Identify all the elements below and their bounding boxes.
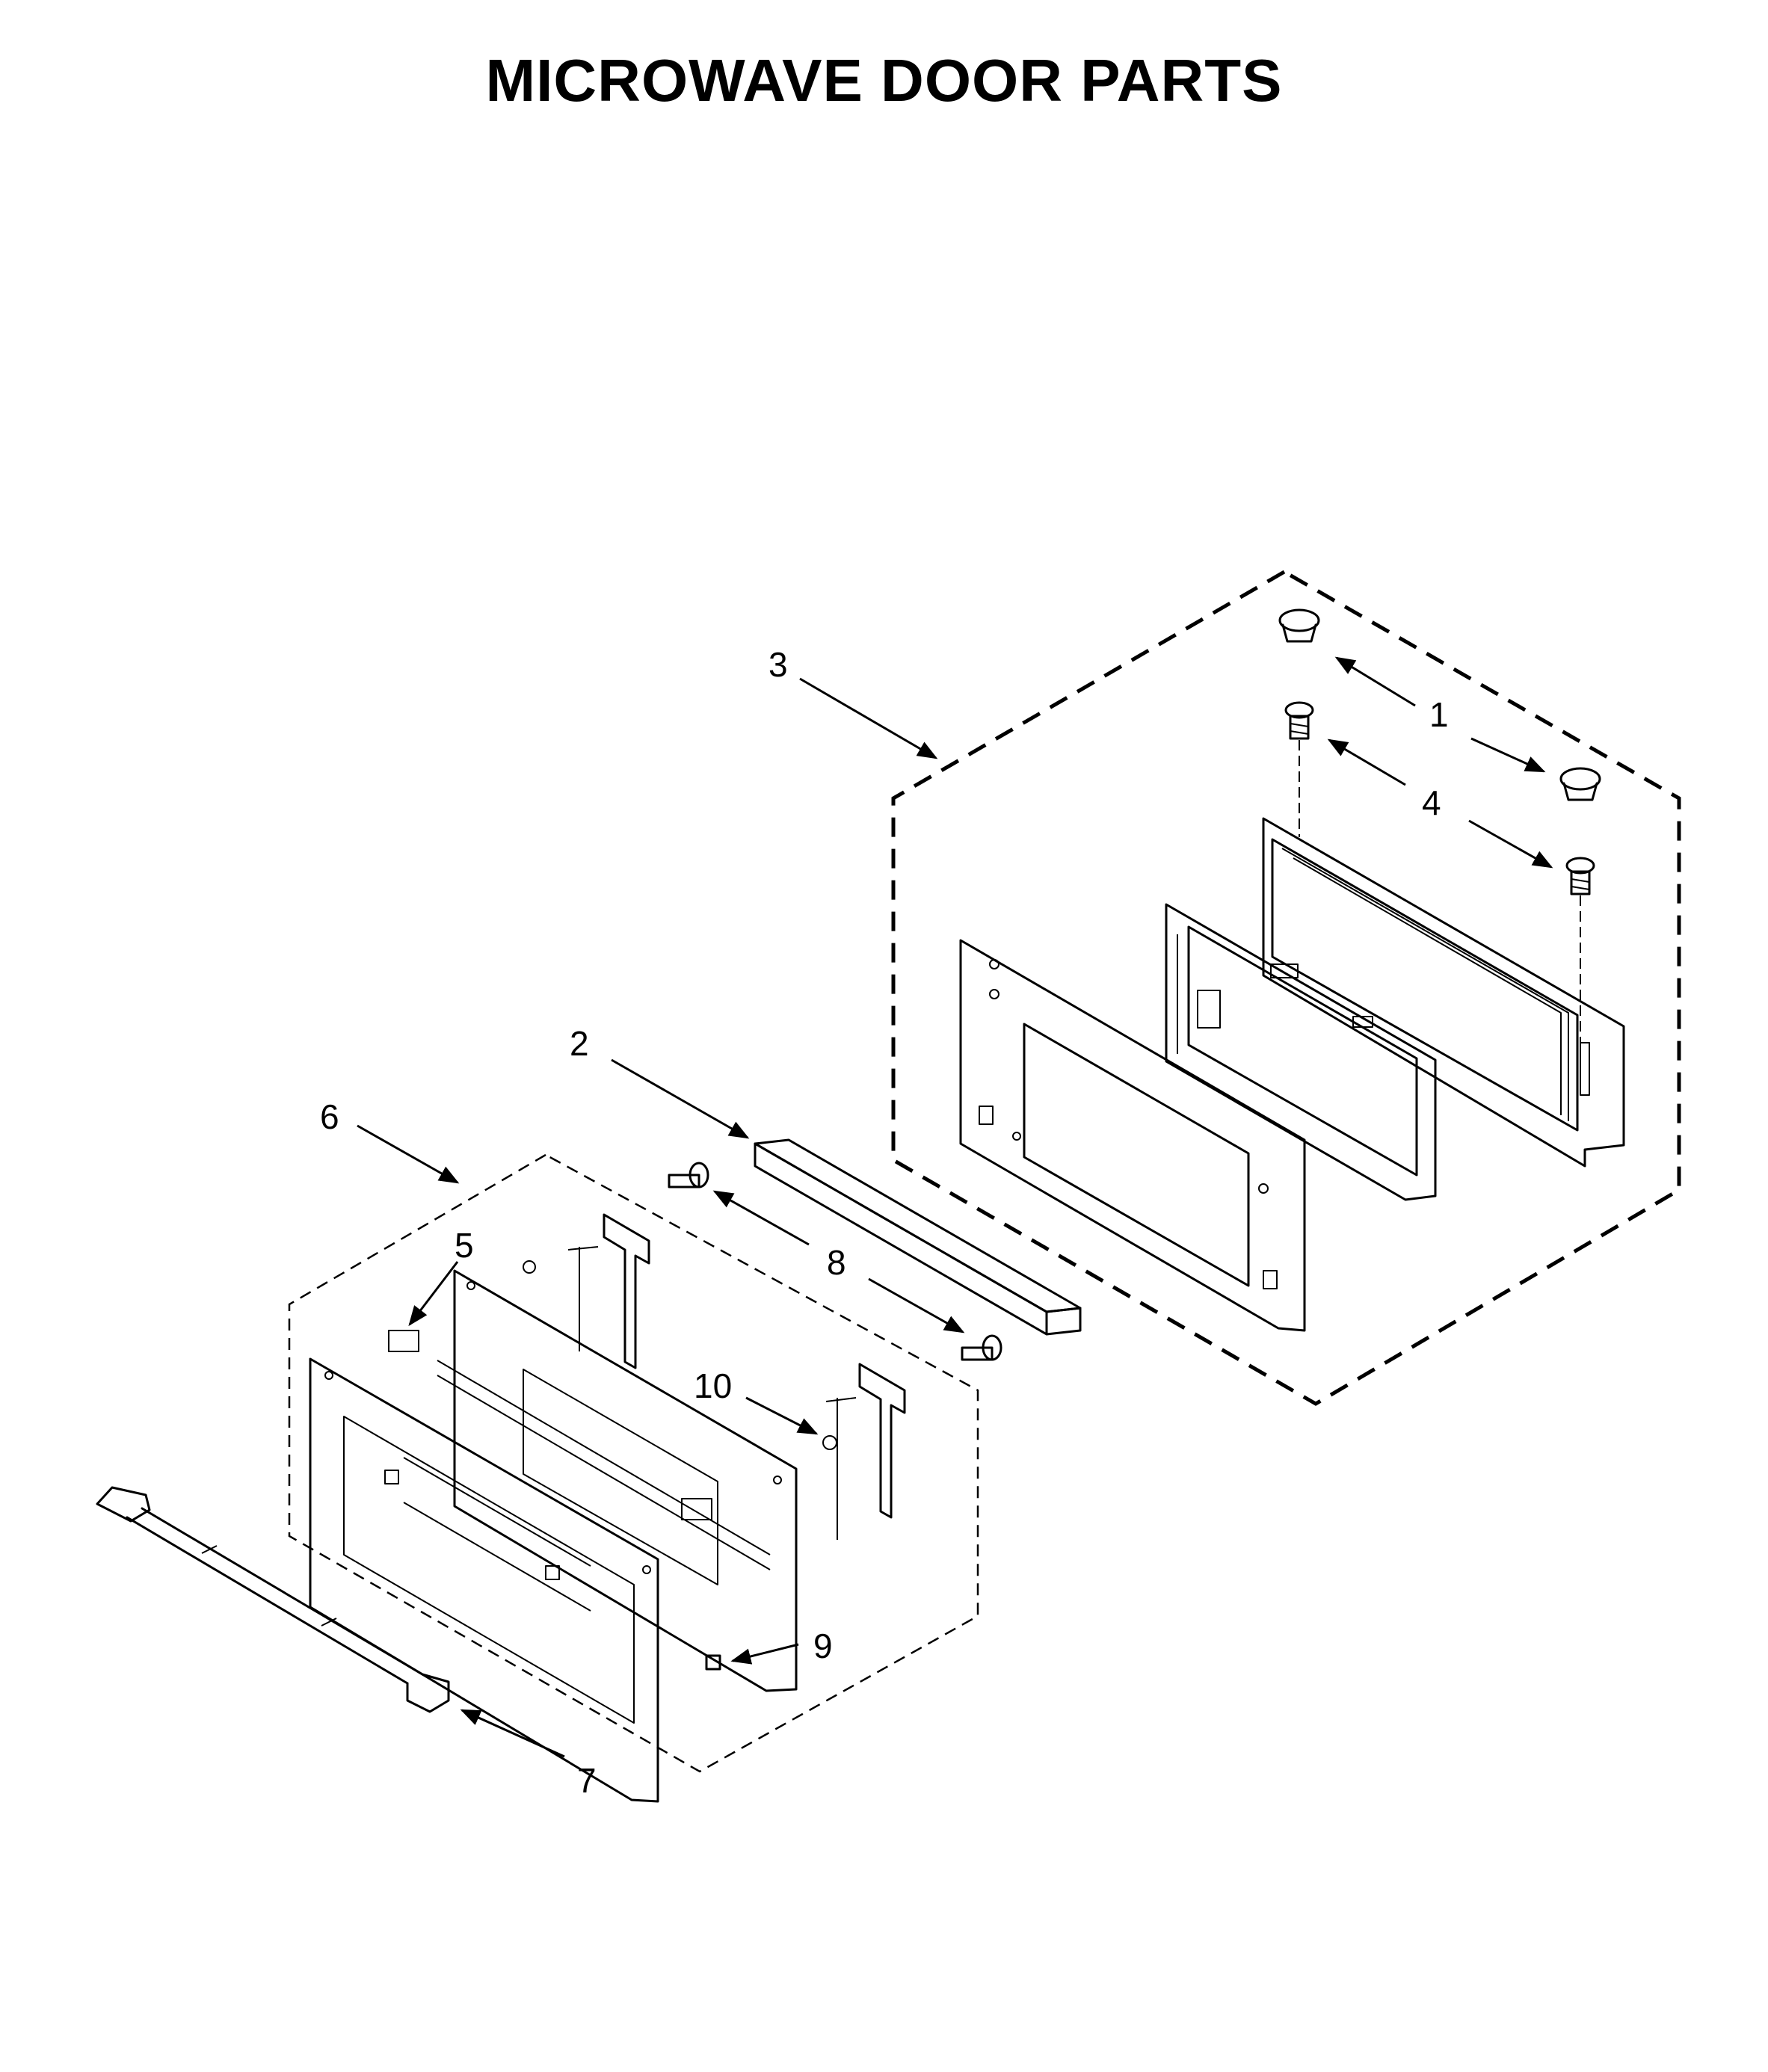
leader-10	[745, 1396, 819, 1435]
callout-2: 2	[570, 1024, 589, 1063]
callout-7: 7	[577, 1761, 597, 1800]
door-outer-panel	[309, 1357, 659, 1803]
callout-4: 4	[1422, 783, 1441, 822]
hinge-cap-upper	[1278, 608, 1320, 643]
door-bracket-lower	[822, 1363, 906, 1540]
leader-5	[408, 1261, 459, 1327]
callout-3: 3	[769, 645, 788, 684]
door-handle	[96, 1486, 450, 1713]
door-inner-panel	[959, 939, 1306, 1332]
choke-bar	[754, 1138, 1082, 1336]
leader-1-right	[1470, 737, 1546, 773]
hinge-screw-upper	[1284, 701, 1314, 740]
door-outer-frame	[1262, 817, 1625, 1168]
callout-5: 5	[455, 1226, 474, 1265]
leader-9	[730, 1643, 799, 1665]
hinge-cap-lower	[1559, 767, 1601, 801]
leader-8-left	[712, 1190, 810, 1246]
callout-6: 6	[320, 1097, 339, 1136]
callout-9: 9	[813, 1627, 833, 1665]
leader-2	[611, 1058, 750, 1139]
leader-4-right	[1468, 819, 1553, 869]
door-choke-frame	[1165, 903, 1437, 1201]
door-bracket-upper	[523, 1213, 650, 1369]
leader-1-left	[1334, 656, 1416, 707]
hinge-screw-lower	[1565, 857, 1595, 895]
leader-3	[799, 677, 938, 759]
page-title: MICROWAVE DOOR PARTS	[485, 47, 1283, 114]
leader-6	[357, 1124, 460, 1184]
screw-8-left	[668, 1162, 709, 1188]
callout-10: 10	[694, 1366, 732, 1405]
assembly-6-boundary	[288, 1153, 979, 1773]
assembly-3-boundary	[891, 570, 1681, 1406]
door-spacer-9	[705, 1654, 721, 1671]
callout-8: 8	[827, 1243, 846, 1282]
screw-8-right	[961, 1334, 1002, 1361]
door-glass-panel	[388, 1269, 798, 1692]
leader-4-left	[1327, 739, 1406, 786]
leader-7	[460, 1709, 565, 1758]
leader-8-right	[868, 1277, 965, 1333]
callout-1: 1	[1429, 695, 1449, 734]
